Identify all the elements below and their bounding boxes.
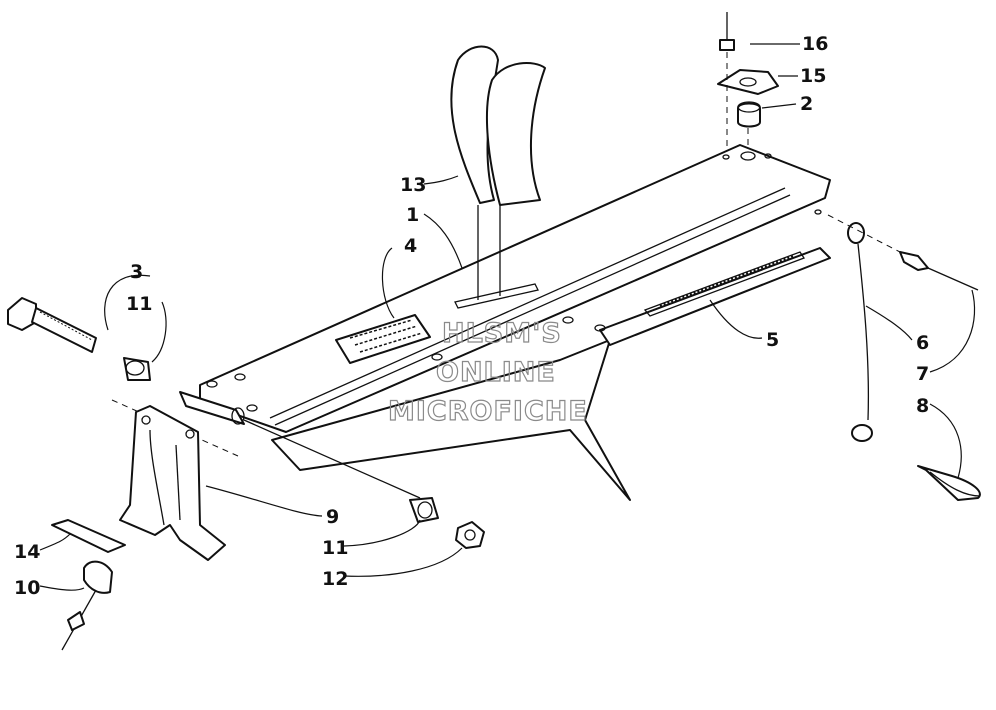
tether-assembly bbox=[827, 214, 981, 501]
callout-8: 8 bbox=[916, 395, 929, 417]
watermark-line-2: ONLINE bbox=[436, 357, 556, 388]
callout-15: 15 bbox=[800, 65, 826, 87]
callout-11-top: 11 bbox=[126, 293, 152, 315]
callout-2: 2 bbox=[800, 93, 813, 115]
support-bracket bbox=[119, 405, 226, 561]
callout-labels: 16 15 2 13 1 4 5 3 11 6 7 8 9 11 12 14 1… bbox=[14, 33, 929, 599]
callout-9: 9 bbox=[326, 506, 339, 528]
watermark-line-1: HLSM'S bbox=[442, 318, 562, 349]
warning-label bbox=[335, 314, 431, 364]
callout-6: 6 bbox=[916, 332, 929, 354]
callout-5: 5 bbox=[766, 329, 779, 351]
callout-14: 14 bbox=[14, 541, 40, 563]
leader-lines bbox=[39, 43, 976, 591]
callout-12: 12 bbox=[322, 568, 348, 590]
callout-13: 13 bbox=[400, 174, 426, 196]
hardware-stack-top bbox=[717, 12, 779, 150]
callout-7: 7 bbox=[916, 363, 929, 385]
callout-1: 1 bbox=[406, 204, 419, 226]
callout-16: 16 bbox=[802, 33, 828, 55]
bolt-assembly bbox=[7, 297, 485, 549]
foot-pedal bbox=[450, 45, 546, 300]
watermark: HLSM'S ONLINE MICROFICHE bbox=[387, 317, 588, 427]
callout-11-bottom: 11 bbox=[322, 537, 348, 559]
callout-4: 4 bbox=[404, 235, 417, 257]
callout-3: 3 bbox=[130, 261, 143, 283]
plate-and-rivet bbox=[51, 519, 126, 651]
watermark-line-3: MICROFICHE bbox=[388, 396, 588, 427]
callout-10: 10 bbox=[14, 577, 40, 599]
